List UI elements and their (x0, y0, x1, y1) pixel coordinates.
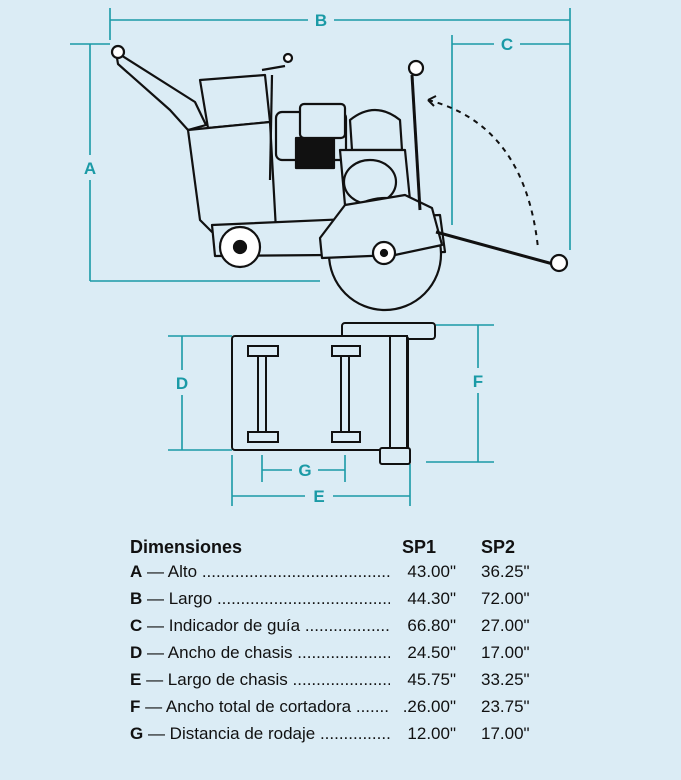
guide-knob-icon (407, 59, 425, 77)
row-sp1: 45.75" (390, 670, 456, 690)
row-letter: F (130, 697, 141, 716)
header-sp2: SP2 (481, 537, 516, 557)
row-label: — Indicador de guía (142, 616, 301, 635)
arc-arrow-icon (427, 95, 437, 107)
saw-dimension-diagram: B C A D F G E (70, 8, 571, 506)
axle-cap (331, 345, 361, 357)
front-axle (340, 355, 350, 433)
saw-side-view (110, 44, 569, 312)
axle-cap (247, 431, 279, 443)
row-sp1: 44.30" (390, 589, 456, 609)
header-sp1: SP1 (402, 537, 468, 558)
table-row: C — Indicador de guía 66.80" 27.00" (130, 616, 550, 643)
dimension-lines (70, 8, 571, 506)
row-sp1: .26.00" (390, 697, 456, 717)
row-letter: G (130, 724, 144, 743)
row-letter: D (130, 643, 143, 662)
blade-shaft-housing (389, 335, 408, 451)
dim-label-b: B (315, 11, 327, 30)
row-letter: E (130, 670, 142, 689)
row-sp1: 24.50" (390, 643, 456, 663)
row-sp2: 27.00" (481, 616, 530, 635)
axle-cap (247, 345, 279, 357)
row-sp2: 36.25" (481, 562, 530, 581)
dim-label-d: D (176, 374, 188, 393)
row-label: — Ancho total de cortadora (140, 697, 352, 716)
row-label: — Largo de chasis (141, 670, 288, 689)
engine-top (348, 108, 404, 152)
row-sp2: 33.25" (481, 670, 530, 689)
row-label: — Ancho de chasis (142, 643, 293, 662)
row-label: — Distancia de rodaje (143, 724, 316, 743)
engine-grille (294, 136, 336, 170)
frame-body (186, 120, 278, 234)
dim-label-g: G (298, 461, 311, 480)
dimension-labels: B C A D F G E (84, 11, 513, 506)
table-row: D — Ancho de chasis 24.50" 17.00" (130, 643, 550, 670)
guide-pointer-icon (549, 253, 569, 273)
row-sp2: 72.00" (481, 589, 530, 608)
row-sp1: 12.00" (390, 724, 456, 744)
row-label: — Alto (142, 562, 198, 581)
table-row: B — Largo 44.30" 72.00" (130, 589, 550, 616)
chassis-top-view (231, 322, 436, 465)
table-row: F — Ancho total de cortadora .26.00" 23.… (130, 697, 550, 724)
guide-swing-arc (427, 99, 539, 249)
engine-cover (298, 102, 347, 140)
dim-label-c: C (501, 35, 513, 54)
dim-label-a: A (84, 159, 96, 178)
row-sp1: 66.80" (390, 616, 456, 636)
table-row: E — Largo de chasis 45.75" 33.25" (130, 670, 550, 697)
axle-cap (331, 431, 361, 443)
row-sp2: 17.00" (481, 724, 530, 743)
handle-bar (114, 50, 208, 132)
dim-label-f: F (473, 372, 483, 391)
table-header: Dimensiones SP1 SP2 (130, 537, 550, 562)
dimensions-table: Dimensiones SP1 SP2 A — Alto 43.00" 36.2… (130, 537, 550, 751)
row-label: — Largo (142, 589, 213, 608)
row-sp2: 17.00" (481, 643, 530, 662)
header-dimensions: Dimensiones (130, 537, 243, 557)
blade-guard (318, 193, 444, 260)
tank (198, 73, 272, 130)
row-letter: B (130, 589, 143, 608)
table-row: A — Alto 43.00" 36.25" (130, 562, 550, 589)
row-letter: A (130, 562, 143, 581)
rear-axle (257, 355, 267, 433)
table-row: G — Distancia de rodaje 12.00" 17.00" (130, 724, 550, 751)
blade-mount (379, 447, 411, 465)
row-letter: C (130, 616, 143, 635)
handle-grip-icon (110, 44, 126, 60)
row-sp2: 23.75" (481, 697, 530, 716)
row-sp1: 43.00" (390, 562, 456, 582)
dim-label-e: E (313, 487, 324, 506)
